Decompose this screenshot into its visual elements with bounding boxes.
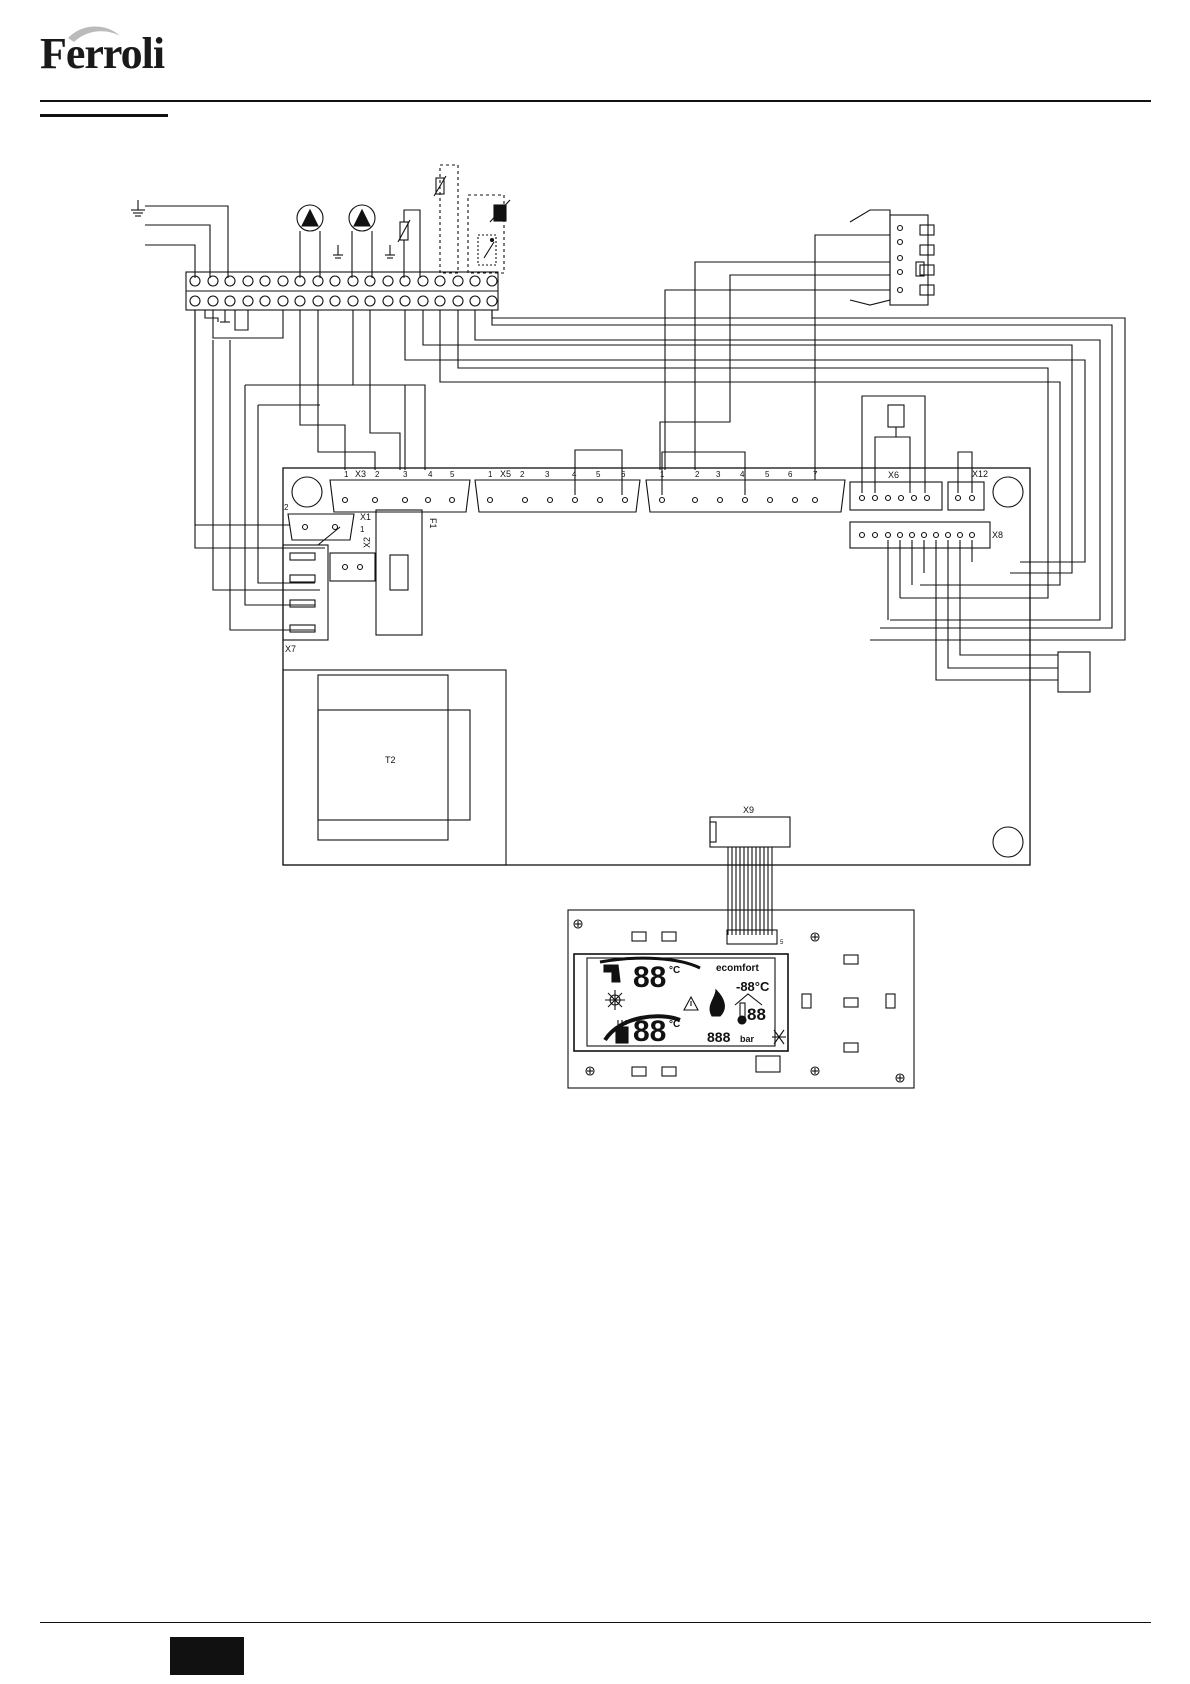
display-board xyxy=(567,909,915,1089)
connector-x9 xyxy=(709,816,791,848)
svg-text:bar: bar xyxy=(740,1034,755,1044)
svg-text:2: 2 xyxy=(520,470,525,479)
sun-icon xyxy=(605,990,625,1010)
svg-text:X12: X12 xyxy=(972,469,988,479)
svg-text:5: 5 xyxy=(450,470,455,479)
svg-text:2: 2 xyxy=(284,503,289,512)
radiator-icon xyxy=(615,1020,629,1044)
connector-x7 xyxy=(282,544,329,641)
ground-icon xyxy=(131,200,145,217)
warning-icon xyxy=(683,995,699,1011)
control-board xyxy=(282,467,1031,866)
svg-text:4: 4 xyxy=(428,470,433,479)
svg-text:4: 4 xyxy=(740,470,745,479)
room-thermostat-dashed-box xyxy=(467,194,505,274)
terminal-block xyxy=(185,271,499,311)
house-icon xyxy=(734,993,763,1006)
svg-text:888: 888 xyxy=(707,1029,731,1045)
svg-text:88: 88 xyxy=(633,961,666,994)
svg-text:1: 1 xyxy=(344,470,349,479)
ntc-sensor-icon xyxy=(397,209,421,278)
svg-text:88: 88 xyxy=(747,1005,766,1024)
footer-black-tab xyxy=(170,1637,244,1675)
svg-text:2: 2 xyxy=(695,470,700,479)
pump-2-icon xyxy=(348,204,376,278)
connector-x3 xyxy=(329,479,471,513)
header-rule xyxy=(40,100,1151,102)
svg-text:2: 2 xyxy=(375,470,380,479)
pump-1-icon xyxy=(296,204,324,278)
svg-text:X6: X6 xyxy=(888,470,899,480)
svg-text:7: 7 xyxy=(813,470,818,479)
svg-text:5: 5 xyxy=(765,470,770,479)
svg-text:°C: °C xyxy=(669,965,680,976)
svg-text:ecomfort: ecomfort xyxy=(716,963,759,974)
svg-text:4: 4 xyxy=(572,470,577,479)
outdoor-sensor-dashed-box xyxy=(439,164,459,274)
svg-text:1: 1 xyxy=(488,470,493,479)
svg-text:X8: X8 xyxy=(992,530,1003,540)
connector-x2 xyxy=(329,552,376,582)
gas-valve-connector xyxy=(849,209,935,306)
svg-text:3: 3 xyxy=(403,470,408,479)
svg-text:X7: X7 xyxy=(285,644,296,654)
header-rule-accent xyxy=(40,114,168,117)
room-thermostat-icon xyxy=(477,199,511,266)
transformer-t2 xyxy=(282,669,507,866)
thermometer-icon xyxy=(737,1002,747,1025)
svg-text:3: 3 xyxy=(716,470,721,479)
ground-icon xyxy=(333,245,395,259)
mounting-hole xyxy=(291,476,323,508)
svg-text:X9: X9 xyxy=(743,805,754,815)
svg-text:X2: X2 xyxy=(362,537,372,548)
outdoor-sensor-icon xyxy=(433,175,447,197)
svg-text:88: 88 xyxy=(633,1015,666,1048)
svg-text:T2: T2 xyxy=(385,755,396,765)
ribbon-cable xyxy=(727,847,773,935)
fuse-f1 xyxy=(375,509,423,636)
svg-text:-88°C: -88°C xyxy=(736,979,770,994)
footer-rule xyxy=(40,1622,1151,1623)
svg-text:1: 1 xyxy=(360,525,365,534)
connector-x1 xyxy=(287,513,355,546)
svg-text:1: 1 xyxy=(660,470,665,479)
snowflake-icon xyxy=(772,1029,786,1045)
flame-icon xyxy=(709,988,725,1017)
svg-text:X5: X5 xyxy=(500,469,511,479)
brand-logo xyxy=(38,20,148,80)
connector-x12 xyxy=(947,451,985,511)
connector-x5 xyxy=(474,449,641,513)
svg-text:3: 3 xyxy=(545,470,550,479)
svg-text:6: 6 xyxy=(621,470,626,479)
svg-text:6: 6 xyxy=(788,470,793,479)
connector-x8 xyxy=(849,521,1058,681)
svg-text:5: 5 xyxy=(596,470,601,479)
connector-x4 xyxy=(645,451,846,513)
flow-sensor-block xyxy=(1057,651,1091,693)
svg-text:X3: X3 xyxy=(355,469,366,479)
svg-text:5: 5 xyxy=(780,940,784,946)
svg-text:F1: F1 xyxy=(428,518,438,529)
mounting-hole xyxy=(992,476,1024,508)
logo-swoosh-icon xyxy=(68,26,120,42)
logo-text: Ferroli xyxy=(40,29,165,78)
ground-icon xyxy=(220,310,230,323)
connector-x6 xyxy=(849,395,943,511)
tap-icon xyxy=(603,964,621,983)
svg-text:X1: X1 xyxy=(360,512,371,522)
mounting-hole xyxy=(992,826,1024,858)
svg-text:°C: °C xyxy=(669,1019,680,1030)
